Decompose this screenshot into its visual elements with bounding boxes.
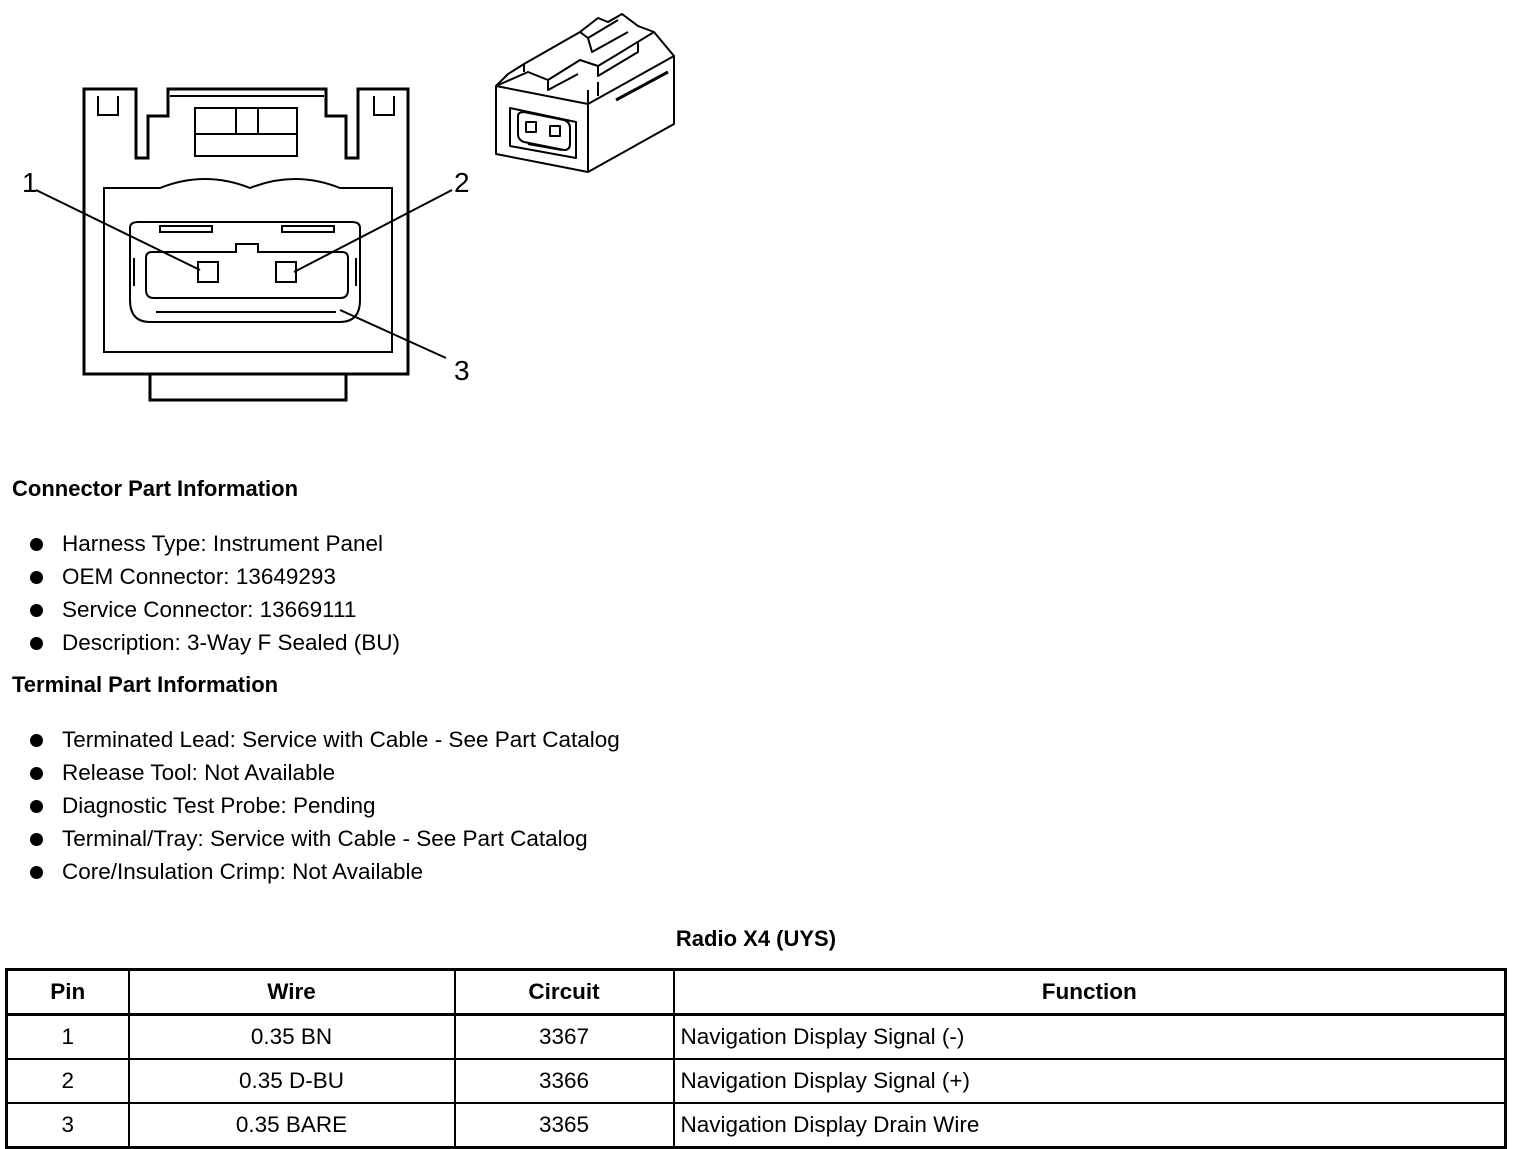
bullet-icon xyxy=(30,604,43,617)
cell-circuit: 3367 xyxy=(453,1013,675,1060)
list-item-text: Release Tool: Not Available xyxy=(62,760,336,785)
list-item-text: Harness Type: Instrument Panel xyxy=(62,531,383,556)
connector-isometric-diagram xyxy=(495,13,675,173)
table-title: Radio X4 (UYS) xyxy=(675,926,837,951)
column-header-wire: Wire xyxy=(127,968,456,1016)
list-item: Core/Insulation Crimp: Not Available xyxy=(28,859,620,892)
cell-wire: 0.35 BARE xyxy=(127,1102,456,1149)
callout-1-label: 1 xyxy=(22,167,38,198)
bullet-icon xyxy=(30,767,43,780)
table-header-row: Pin Wire Circuit Function xyxy=(5,968,1507,1016)
column-header-function: Function xyxy=(672,968,1507,1016)
cell-function: Navigation Display Signal (+) xyxy=(672,1058,1507,1104)
cell-circuit: 3366 xyxy=(453,1058,675,1104)
connector-info-heading: Connector Part Information xyxy=(12,476,299,501)
terminal-info-heading: Terminal Part Information xyxy=(12,672,279,697)
column-header-circuit: Circuit xyxy=(453,968,675,1016)
cell-pin: 3 xyxy=(5,1102,130,1149)
list-item-text: Description: 3-Way F Sealed (BU) xyxy=(62,630,401,655)
bullet-icon xyxy=(30,800,43,813)
list-item: Service Connector: 13669111 xyxy=(28,597,400,630)
cell-function: Navigation Display Signal (-) xyxy=(672,1013,1507,1060)
list-item: Terminated Lead: Service with Cable - Se… xyxy=(28,727,620,760)
list-item-text: Terminated Lead: Service with Cable - Se… xyxy=(62,727,620,752)
pinout-table: Pin Wire Circuit Function 1 0.35 BN 3367… xyxy=(5,968,1507,1149)
list-item: Terminal/Tray: Service with Cable - See … xyxy=(28,826,620,859)
bullet-icon xyxy=(30,866,43,879)
callout-2-label: 2 xyxy=(454,167,470,198)
bullet-icon xyxy=(30,538,43,551)
list-item: OEM Connector: 13649293 xyxy=(28,564,400,597)
terminal-info-list: Terminated Lead: Service with Cable - Se… xyxy=(28,727,620,892)
bullet-icon xyxy=(30,833,43,846)
list-item: Diagnostic Test Probe: Pending xyxy=(28,793,620,826)
list-item: Description: 3-Way F Sealed (BU) xyxy=(28,630,400,663)
connector-face-diagram: 1 2 3 xyxy=(22,87,470,402)
list-item: Harness Type: Instrument Panel xyxy=(28,531,400,564)
callout-2-leader xyxy=(293,189,453,273)
callout-3-leader xyxy=(339,309,447,359)
callout-1-leader xyxy=(35,189,201,271)
table-row: 2 0.35 D-BU 3366 Navigation Display Sign… xyxy=(5,1058,1507,1104)
callout-3-label: 3 xyxy=(454,355,470,386)
list-item-text: Terminal/Tray: Service with Cable - See … xyxy=(62,826,588,851)
cell-pin: 1 xyxy=(5,1013,130,1060)
table-row: 3 0.35 BARE 3365 Navigation Display Drai… xyxy=(5,1102,1507,1149)
column-header-pin: Pin xyxy=(5,968,130,1016)
cell-function: Navigation Display Drain Wire xyxy=(672,1102,1507,1149)
table-row: 1 0.35 BN 3367 Navigation Display Signal… xyxy=(5,1013,1507,1060)
list-item-text: Service Connector: 13669111 xyxy=(62,597,357,622)
cell-pin: 2 xyxy=(5,1058,130,1104)
bullet-icon xyxy=(30,571,43,584)
connector-info-list: Harness Type: Instrument Panel OEM Conne… xyxy=(28,531,400,663)
list-item-text: Diagnostic Test Probe: Pending xyxy=(62,793,376,818)
bullet-icon xyxy=(30,637,43,650)
list-item-text: OEM Connector: 13649293 xyxy=(62,564,336,589)
cell-wire: 0.35 D-BU xyxy=(127,1058,456,1104)
list-item: Release Tool: Not Available xyxy=(28,760,620,793)
cell-circuit: 3365 xyxy=(453,1102,675,1149)
list-item-text: Core/Insulation Crimp: Not Available xyxy=(62,859,424,884)
cell-wire: 0.35 BN xyxy=(127,1013,456,1060)
bullet-icon xyxy=(30,734,43,747)
